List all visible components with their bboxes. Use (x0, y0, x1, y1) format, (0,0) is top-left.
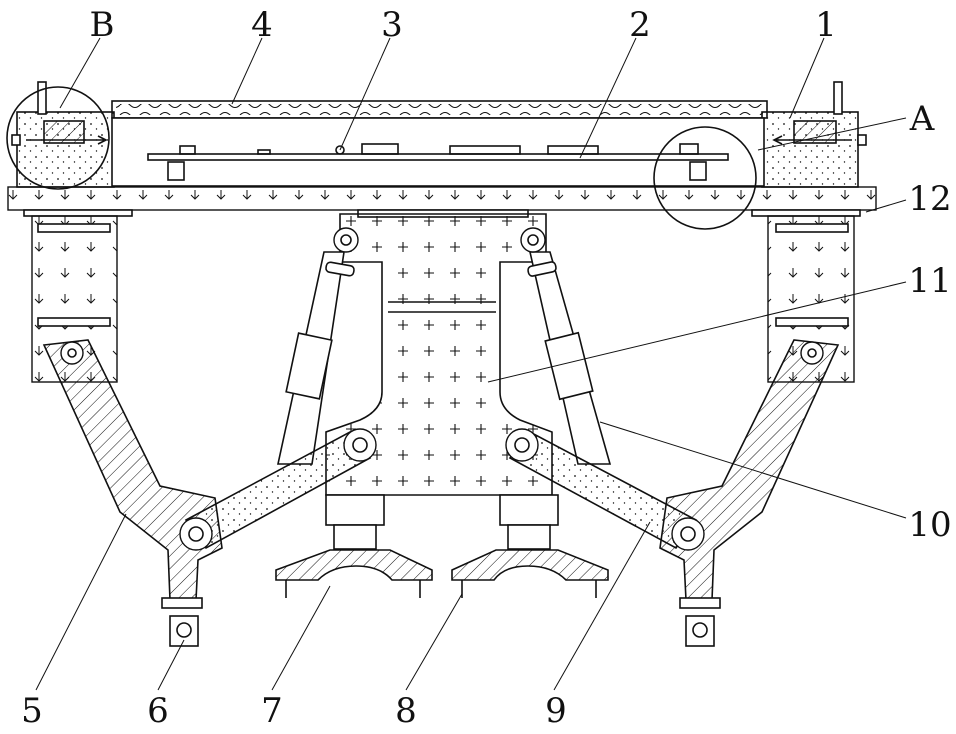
left-foot (276, 495, 432, 598)
right-wheel (680, 598, 720, 646)
top-frame (7, 82, 876, 229)
label-2: 2 (629, 5, 651, 45)
label-7: 7 (261, 691, 283, 731)
right-foot (452, 495, 608, 598)
label-9: 9 (545, 691, 567, 731)
circuit-board (148, 154, 728, 160)
label-10: 10 (908, 505, 951, 545)
label-A: A (909, 99, 935, 139)
label-B: B (90, 5, 115, 45)
label-12: 12 (908, 179, 951, 219)
left-wheel (162, 598, 202, 646)
inner-housing (112, 118, 764, 186)
label-5: 5 (21, 691, 43, 731)
label-1: 1 (815, 5, 837, 45)
label-4: 4 (251, 5, 273, 45)
base-plate (8, 187, 876, 210)
label-8: 8 (395, 691, 417, 731)
label-11: 11 (908, 261, 951, 301)
label-6: 6 (147, 691, 169, 731)
label-3: 3 (381, 5, 403, 45)
